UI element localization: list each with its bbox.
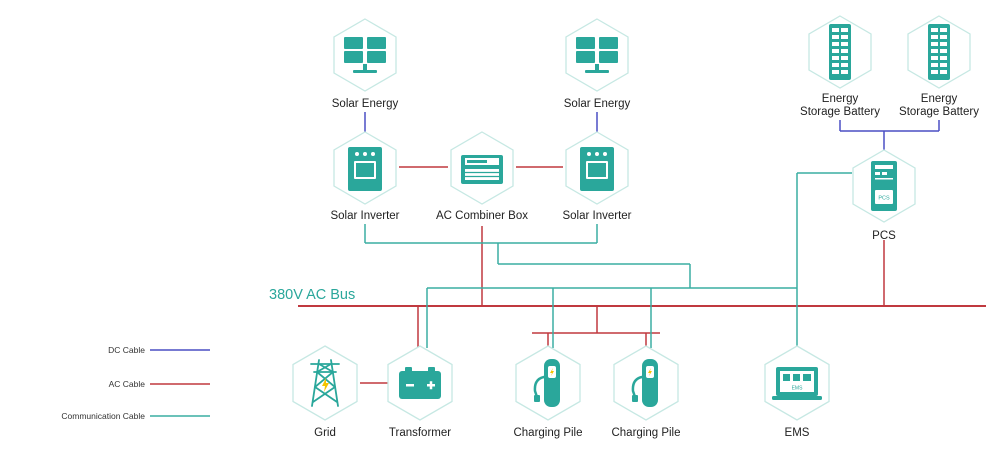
ems-label: EMS	[785, 427, 810, 439]
lightning-icon	[322, 378, 329, 392]
solar-inverter-label-2: Solar Inverter	[562, 210, 631, 222]
pcs-cabinet-icon: PCS	[871, 161, 897, 211]
battery-node-1	[808, 15, 872, 89]
transformer-node	[387, 345, 453, 421]
charging-pile-label-2: Charging Pile	[611, 427, 680, 439]
solar-inverter-node-2	[565, 131, 629, 205]
battery-label-1-line2: Storage Battery	[800, 106, 880, 118]
ems-node: EMS	[764, 345, 830, 421]
pcs-node: PCS	[852, 149, 916, 223]
legend: DC Cable AC Cable Communication Cable	[61, 345, 210, 421]
grid-node	[292, 345, 358, 421]
battery-rack-icon	[829, 24, 851, 80]
inverter-icon	[580, 147, 614, 191]
solar-panel-icon	[576, 37, 618, 73]
charging-pile-node-1	[515, 345, 581, 421]
charging-pile-label-1: Charging Pile	[513, 427, 582, 439]
ac-combiner-box-label: AC Combiner Box	[436, 210, 528, 222]
charging-pile-node-2	[613, 345, 679, 421]
transformer-icon	[399, 367, 441, 399]
wiring	[298, 112, 986, 384]
solar-energy-node-2	[565, 18, 629, 92]
battery-label-2-line1: Energy	[921, 93, 958, 105]
inverter-icon	[348, 147, 382, 191]
ems-laptop-icon: EMS	[772, 367, 822, 400]
battery-label-2-line2: Storage Battery	[899, 106, 979, 118]
grid-label: Grid	[314, 427, 336, 439]
solar-energy-label-2: Solar Energy	[564, 98, 631, 110]
solar-energy-label-1: Solar Energy	[332, 98, 399, 110]
ev-charger-icon	[631, 359, 658, 407]
legend-label-comm: Communication Cable	[61, 411, 145, 421]
combiner-box-icon	[461, 155, 503, 184]
ac-combiner-box-node	[450, 131, 514, 205]
legend-label-dc: DC Cable	[108, 345, 145, 355]
pcs-label: PCS	[872, 230, 896, 242]
battery-rack-icon	[928, 24, 950, 80]
hex-frame	[333, 18, 397, 92]
solar-energy-node-1	[333, 18, 397, 92]
pcs-icon-text: PCS	[878, 196, 890, 202]
legend-label-ac: AC Cable	[109, 379, 146, 389]
battery-label-1-line1: Energy	[822, 93, 859, 105]
ev-charger-icon	[533, 359, 560, 407]
ems-icon-text: EMS	[792, 386, 804, 392]
battery-node-2	[907, 15, 971, 89]
solar-inverter-node-1	[333, 131, 397, 205]
ac-bus-label: 380V AC Bus	[269, 287, 355, 303]
solar-panel-icon	[344, 37, 386, 73]
solar-inverter-label-1: Solar Inverter	[330, 210, 399, 222]
transformer-label: Transformer	[389, 427, 451, 439]
hex-frame	[565, 18, 629, 92]
